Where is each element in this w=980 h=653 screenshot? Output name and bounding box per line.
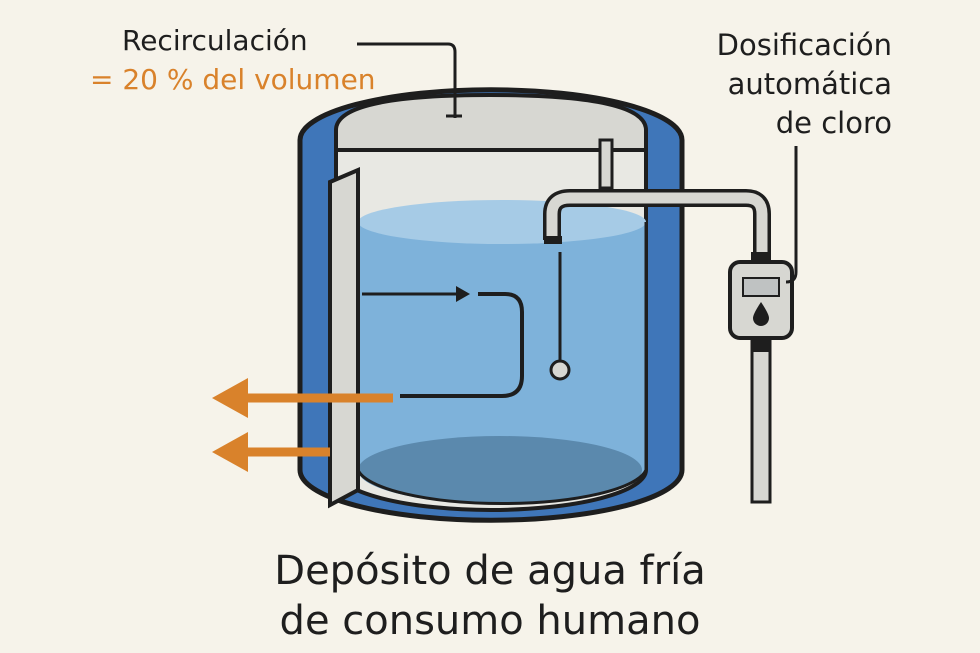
dosing-leader-line [785,146,798,284]
title-line1: Depósito de agua fría [274,548,706,594]
outflow-arrows [212,378,393,472]
title-line2: de consumo humano [279,598,701,644]
diagram-title: Depósito de agua fría de consumo humano [190,546,790,646]
level-probe [549,252,571,381]
recirculation-value: = 20 % del volumen [90,63,376,96]
tank-lid [334,92,648,152]
water-volume [356,200,648,506]
display-icon [742,277,780,297]
dosing-label: Dosificación automática de cloro [660,26,892,143]
drop-icon [753,302,769,326]
dosing-pump [728,260,794,340]
recirculation-loop [362,286,524,398]
vent-pipe [598,138,614,190]
recirculation-leader-line [357,42,457,118]
dosing-label-line2: automática [727,67,892,101]
recirculation-label: Recirculación [122,24,308,57]
dosing-label-line1: Dosificación [716,28,892,62]
chlorine-dosing-pipe [543,189,772,504]
dosing-label-line3: de cloro [775,106,892,140]
tank-cutaway-wall [328,166,360,509]
